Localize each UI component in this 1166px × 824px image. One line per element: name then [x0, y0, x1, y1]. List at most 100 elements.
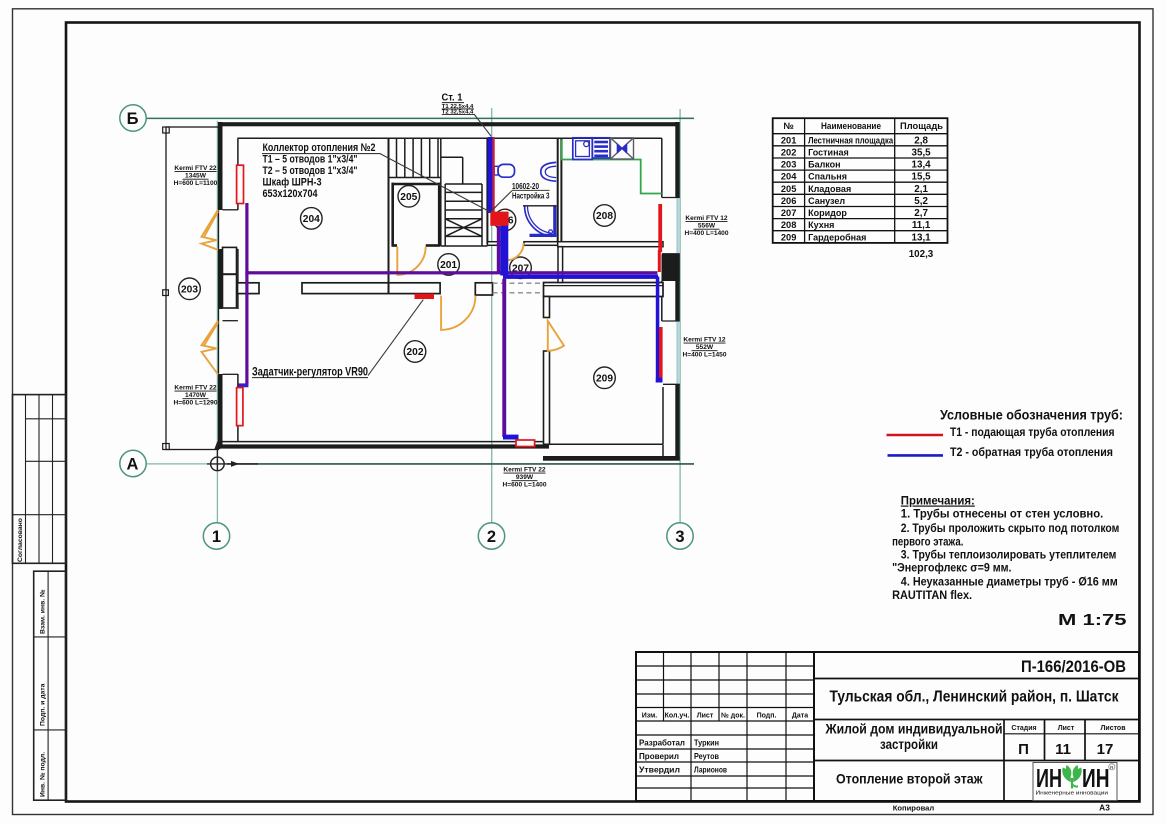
svg-text:1: 1	[212, 528, 221, 546]
svg-text:3. Трубы теплоизолировать утеп: 3. Трубы теплоизолировать утеплителем	[901, 548, 1117, 562]
svg-text:102,3: 102,3	[909, 249, 934, 260]
svg-text:Шкаф ШРН-3: Шкаф ШРН-3	[263, 176, 322, 188]
svg-text:204: 204	[781, 172, 797, 182]
svg-text:Т2 - обратная труба отопления: Т2 - обратная труба отопления	[950, 445, 1113, 459]
svg-text:Kermi FTV 22: Kermi FTV 22	[503, 467, 545, 474]
svg-text:Лестничная площадка: Лестничная площадка	[808, 135, 894, 145]
svg-text:Дата: Дата	[792, 713, 808, 720]
svg-text:653х120х704: 653х120х704	[263, 188, 319, 200]
svg-text:202: 202	[407, 347, 424, 358]
svg-text:Реутов: Реутов	[694, 751, 719, 761]
svg-text:Кладовая: Кладовая	[808, 184, 851, 194]
svg-text:Настройка 3: Настройка 3	[512, 190, 550, 200]
svg-text:Отопление второй этаж: Отопление второй этаж	[836, 772, 983, 787]
svg-text:2,8: 2,8	[914, 135, 928, 146]
svg-text:Туркин: Туркин	[694, 737, 719, 747]
svg-text:П: П	[1018, 741, 1029, 758]
svg-text:Условные обозначения труб:: Условные обозначения труб:	[940, 408, 1123, 423]
svg-text:Лист: Лист	[1058, 725, 1075, 732]
svg-text:11: 11	[1055, 741, 1071, 758]
svg-text:2,1: 2,1	[914, 184, 928, 195]
svg-text:H=400 L=1450: H=400 L=1450	[683, 352, 727, 359]
svg-text:1470W: 1470W	[185, 392, 207, 399]
svg-text:Т2 32,5х4,4: Т2 32,5х4,4	[442, 110, 474, 116]
svg-text:Kermi FTV 12: Kermi FTV 12	[685, 215, 727, 222]
svg-text:17: 17	[1097, 741, 1114, 758]
svg-text:Подп.: Подп.	[757, 713, 777, 720]
svg-text:Стадия: Стадия	[1011, 725, 1036, 732]
svg-text:Т1 22,5х4,4: Т1 22,5х4,4	[442, 104, 474, 110]
svg-text:3: 3	[675, 528, 684, 546]
svg-text:П-166/2016-ОВ: П-166/2016-ОВ	[1021, 658, 1126, 676]
svg-text:939W: 939W	[516, 474, 534, 481]
svg-text:13,1: 13,1	[912, 232, 932, 243]
svg-text:15,5: 15,5	[912, 172, 932, 183]
svg-text:первого этажа.: первого этажа.	[892, 535, 963, 549]
svg-text:Кол.уч.: Кол.уч.	[665, 713, 690, 720]
svg-text:10602-20: 10602-20	[512, 181, 539, 191]
svg-text:5,2: 5,2	[914, 196, 928, 207]
svg-text:208: 208	[596, 211, 613, 222]
svg-text:Kermi FTV 22: Kermi FTV 22	[174, 385, 216, 392]
svg-text:208: 208	[781, 220, 797, 230]
svg-text:Гостиная: Гостиная	[808, 147, 849, 157]
svg-text:Проверил: Проверил	[639, 751, 679, 761]
svg-text:209: 209	[781, 232, 797, 242]
svg-text:203: 203	[781, 160, 797, 170]
svg-text:Kermi FTV 22: Kermi FTV 22	[174, 165, 216, 172]
svg-text:А3: А3	[1099, 803, 1110, 813]
svg-text:Копировал: Копировал	[893, 804, 935, 813]
svg-text:Инв. № подл.: Инв. № подл.	[40, 752, 47, 797]
svg-text:204: 204	[303, 214, 320, 225]
svg-text:H=600 L=1290: H=600 L=1290	[174, 400, 218, 407]
svg-text:Площадь: Площадь	[900, 121, 943, 131]
svg-text:Кухня: Кухня	[808, 220, 834, 230]
svg-text:201: 201	[781, 135, 797, 145]
svg-text:Изм.: Изм.	[642, 713, 658, 720]
svg-text:11,1: 11,1	[912, 220, 931, 231]
svg-text:RAUTITAN flex.: RAUTITAN flex.	[892, 588, 972, 602]
svg-text:Задатчик-регулятор VR90: Задатчик-регулятор VR90	[252, 366, 368, 379]
svg-text:"Энергофлекс σ=9 мм.: "Энергофлекс σ=9 мм.	[892, 561, 1011, 575]
svg-text:А: А	[127, 455, 139, 473]
svg-text:Согласовано: Согласовано	[17, 518, 24, 562]
svg-text:Инженерные инновации: Инженерные инновации	[1036, 791, 1109, 797]
svg-text:Т2 – 5 отводов 1"х3/4": Т2 – 5 отводов 1"х3/4"	[263, 165, 358, 177]
svg-text:ИН: ИН	[1082, 763, 1110, 793]
svg-text:Тульская обл., Ленинский район: Тульская обл., Ленинский район, п. Шатск	[830, 689, 1119, 706]
svg-text:H=400 L=1400: H=400 L=1400	[685, 230, 729, 237]
svg-text:Спальня: Спальня	[808, 172, 847, 182]
svg-text:2. Трубы проложить скрыто под: 2. Трубы проложить скрыто под потолком	[901, 521, 1120, 535]
svg-text:№ док.: № док.	[721, 712, 745, 720]
svg-text:209: 209	[596, 373, 613, 384]
svg-text:Ларионов: Ларионов	[694, 764, 727, 774]
svg-text:Утвердил: Утвердил	[639, 764, 680, 774]
svg-text:207: 207	[781, 208, 797, 218]
svg-text:Б: Б	[127, 110, 139, 128]
svg-text:Лист: Лист	[697, 713, 714, 720]
svg-text:Балкон: Балкон	[808, 160, 841, 170]
svg-text:Примечания:: Примечания:	[901, 494, 975, 508]
svg-text:13,4: 13,4	[912, 160, 932, 171]
svg-text:Ст. 1: Ст. 1	[442, 93, 463, 104]
svg-text:застройки: застройки	[880, 737, 938, 752]
svg-text:Наименование: Наименование	[821, 121, 881, 131]
svg-text:H=600 L=1400: H=600 L=1400	[503, 482, 547, 489]
svg-text:203: 203	[181, 284, 198, 295]
svg-text:205: 205	[400, 192, 417, 203]
svg-text:R: R	[1110, 765, 1114, 770]
svg-text:ИН: ИН	[1036, 763, 1062, 793]
svg-text:Жилой дом индивидуальной: Жилой дом индивидуальной	[825, 722, 1003, 737]
svg-text:Разработал: Разработал	[639, 737, 685, 747]
svg-text:1345W: 1345W	[185, 173, 207, 180]
svg-text:35,5: 35,5	[912, 147, 932, 158]
svg-text:2: 2	[487, 528, 496, 546]
svg-text:H=600 L=1100: H=600 L=1100	[174, 180, 218, 187]
svg-text:Коллектор отопления №2: Коллектор отопления №2	[263, 142, 376, 154]
svg-text:Взам. инв. №: Взам. инв. №	[40, 589, 47, 634]
svg-text:205: 205	[781, 184, 797, 194]
svg-text:202: 202	[781, 147, 797, 157]
svg-text:Коридор: Коридор	[808, 208, 847, 218]
svg-text:201: 201	[440, 260, 457, 271]
svg-text:№: №	[783, 121, 794, 131]
